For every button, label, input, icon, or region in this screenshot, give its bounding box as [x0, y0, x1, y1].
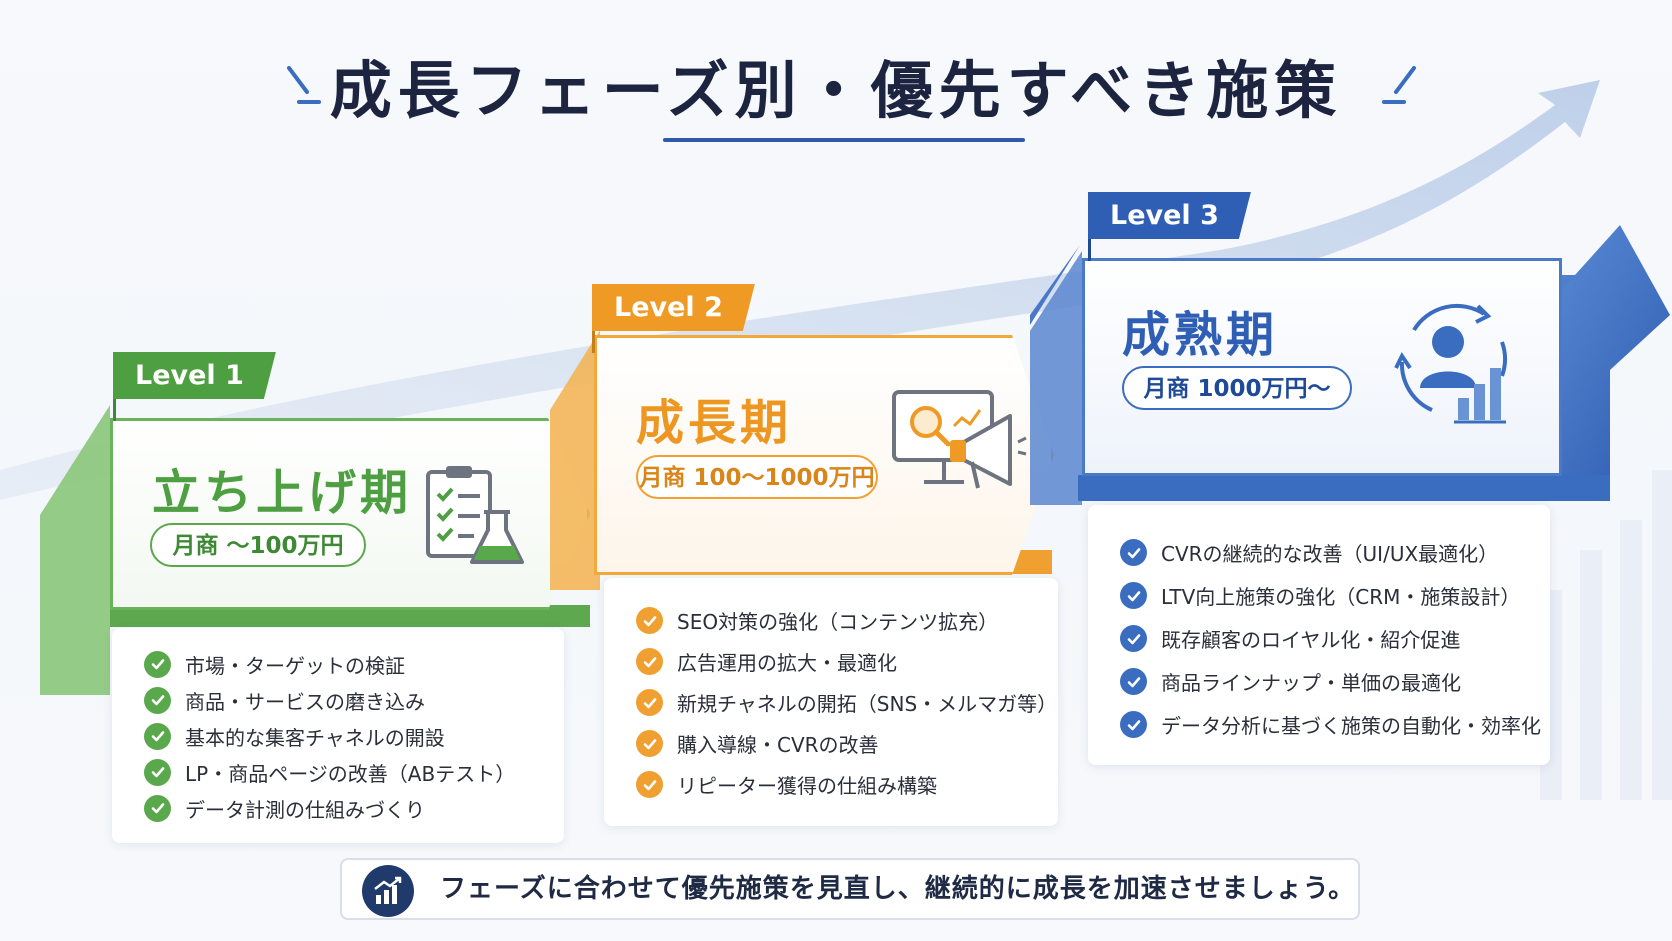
- list-item-text: 基本的な集客チャネルの開設: [185, 725, 445, 750]
- level3-tag: Level 3: [1088, 192, 1251, 239]
- list-item: データ分析に基づく施策の自動化・効率化: [1120, 703, 1550, 746]
- level3-revenue-badge: 月商 1000万円～: [1122, 366, 1352, 410]
- list-item: リピーター獲得の仕組み構築: [636, 764, 1058, 805]
- list-item: 商品ラインナップ・単価の最適化: [1120, 660, 1550, 703]
- footer-message-bar: フェーズに合わせて優先施策を見直し、継続的に成長を加速させましょう。: [340, 858, 1360, 920]
- level1-actions-card: 市場・ターゲットの検証商品・サービスの磨き込み基本的な集客チャネルの開設 LP・商…: [112, 628, 564, 843]
- list-item-text: 新規チャネルの開拓（SNS・メルマガ等）: [677, 692, 1058, 716]
- list-item-text: LP・商品ページの改善（ABテスト）: [185, 761, 516, 786]
- list-item-text: 購入導線・CVRの改善: [677, 733, 879, 757]
- check-icon: [144, 650, 171, 678]
- list-item: LTV向上施策の強化（CRM・施策設計）: [1120, 574, 1550, 617]
- level1-actions-list: 市場・ターゲットの検証商品・サービスの磨き込み基本的な集客チャネルの開設 LP・商…: [112, 628, 564, 826]
- monitor-megaphone-icon: [892, 390, 1027, 489]
- list-item-text: SEO対策の強化（コンテンツ拡充）: [677, 610, 999, 634]
- list-item-text: データ分析に基づく施策の自動化・効率化: [1161, 714, 1541, 738]
- footer-text: フェーズに合わせて優先施策を見直し、継続的に成長を加速させましょう。: [440, 874, 1356, 904]
- check-icon: [1120, 582, 1147, 609]
- check-icon: [1120, 625, 1147, 652]
- check-icon: [1120, 711, 1147, 738]
- list-item-text: 広告運用の拡大・最適化: [677, 651, 897, 675]
- list-item: 購入導線・CVRの改善: [636, 723, 1058, 764]
- title-accent-left-icon: [287, 66, 321, 104]
- level2-revenue-badge: 月商 100～1000万円: [636, 455, 878, 499]
- list-item: 基本的な集客チャネルの開設: [144, 718, 564, 754]
- list-item: データ計測の仕組みづくり: [144, 790, 564, 826]
- level1-block: [40, 405, 590, 695]
- list-item: 既存顧客のロイヤル化・紹介促進: [1120, 617, 1550, 660]
- check-icon: [636, 771, 663, 798]
- list-item: SEO対策の強化（コンテンツ拡充）: [636, 600, 1058, 641]
- list-item-text: データ計測の仕組みづくり: [185, 797, 425, 822]
- level3-actions-list: CVRの継続的な改善（UI/UX最適化） LTV向上施策の強化（CRM・施策設計）…: [1088, 505, 1550, 746]
- check-icon: [636, 648, 663, 675]
- check-icon: [144, 794, 171, 822]
- check-icon: [636, 730, 663, 757]
- growth-chart-icon: [362, 865, 414, 917]
- list-item-text: リピーター獲得の仕組み構築: [677, 774, 937, 798]
- check-icon: [144, 722, 171, 750]
- list-item: CVRの継続的な改善（UI/UX最適化）: [1120, 531, 1550, 574]
- level3-phase-name: 成熟期: [1122, 307, 1279, 363]
- level2-actions-card: SEO対策の強化（コンテンツ拡充） 広告運用の拡大・最適化新規チャネルの開拓（SN…: [604, 578, 1058, 826]
- check-icon: [144, 686, 171, 714]
- level2-phase-name: 成長期: [636, 395, 793, 451]
- checklist-flask-icon: [426, 466, 524, 564]
- user-cycle-chart-icon: [1394, 303, 1507, 424]
- list-item: 市場・ターゲットの検証: [144, 646, 564, 682]
- level1-phase-name: 立ち上げ期: [152, 465, 413, 521]
- check-icon: [1120, 539, 1147, 566]
- check-icon: [636, 689, 663, 716]
- title-underline: [663, 138, 1025, 142]
- check-icon: [1120, 668, 1147, 695]
- list-item: LP・商品ページの改善（ABテスト）: [144, 754, 564, 790]
- list-item-text: CVRの継続的な改善（UI/UX最適化）: [1161, 542, 1499, 566]
- list-item-text: 市場・ターゲットの検証: [185, 653, 405, 678]
- list-item-text: 商品ラインナップ・単価の最適化: [1161, 671, 1461, 695]
- list-item: 広告運用の拡大・最適化: [636, 641, 1058, 682]
- list-item: 商品・サービスの磨き込み: [144, 682, 564, 718]
- title-accent-right-icon: [1382, 66, 1416, 104]
- list-item-text: 商品・サービスの磨き込み: [185, 689, 425, 714]
- list-item-text: LTV向上施策の強化（CRM・施策設計）: [1161, 585, 1521, 609]
- level2-tag: Level 2: [592, 284, 755, 331]
- level3-actions-card: CVRの継続的な改善（UI/UX最適化） LTV向上施策の強化（CRM・施策設計）…: [1088, 505, 1550, 765]
- check-icon: [144, 758, 171, 786]
- page-title: 成長フェーズ別・優先すべき施策: [329, 54, 1343, 127]
- level1-revenue-badge: 月商 ～100万円: [150, 523, 366, 567]
- list-item: 新規チャネルの開拓（SNS・メルマガ等）: [636, 682, 1058, 723]
- list-item-text: 既存顧客のロイヤル化・紹介促進: [1161, 628, 1461, 652]
- check-icon: [636, 607, 663, 634]
- level2-actions-list: SEO対策の強化（コンテンツ拡充） 広告運用の拡大・最適化新規チャネルの開拓（SN…: [604, 578, 1058, 805]
- level1-tag: Level 1: [113, 352, 276, 399]
